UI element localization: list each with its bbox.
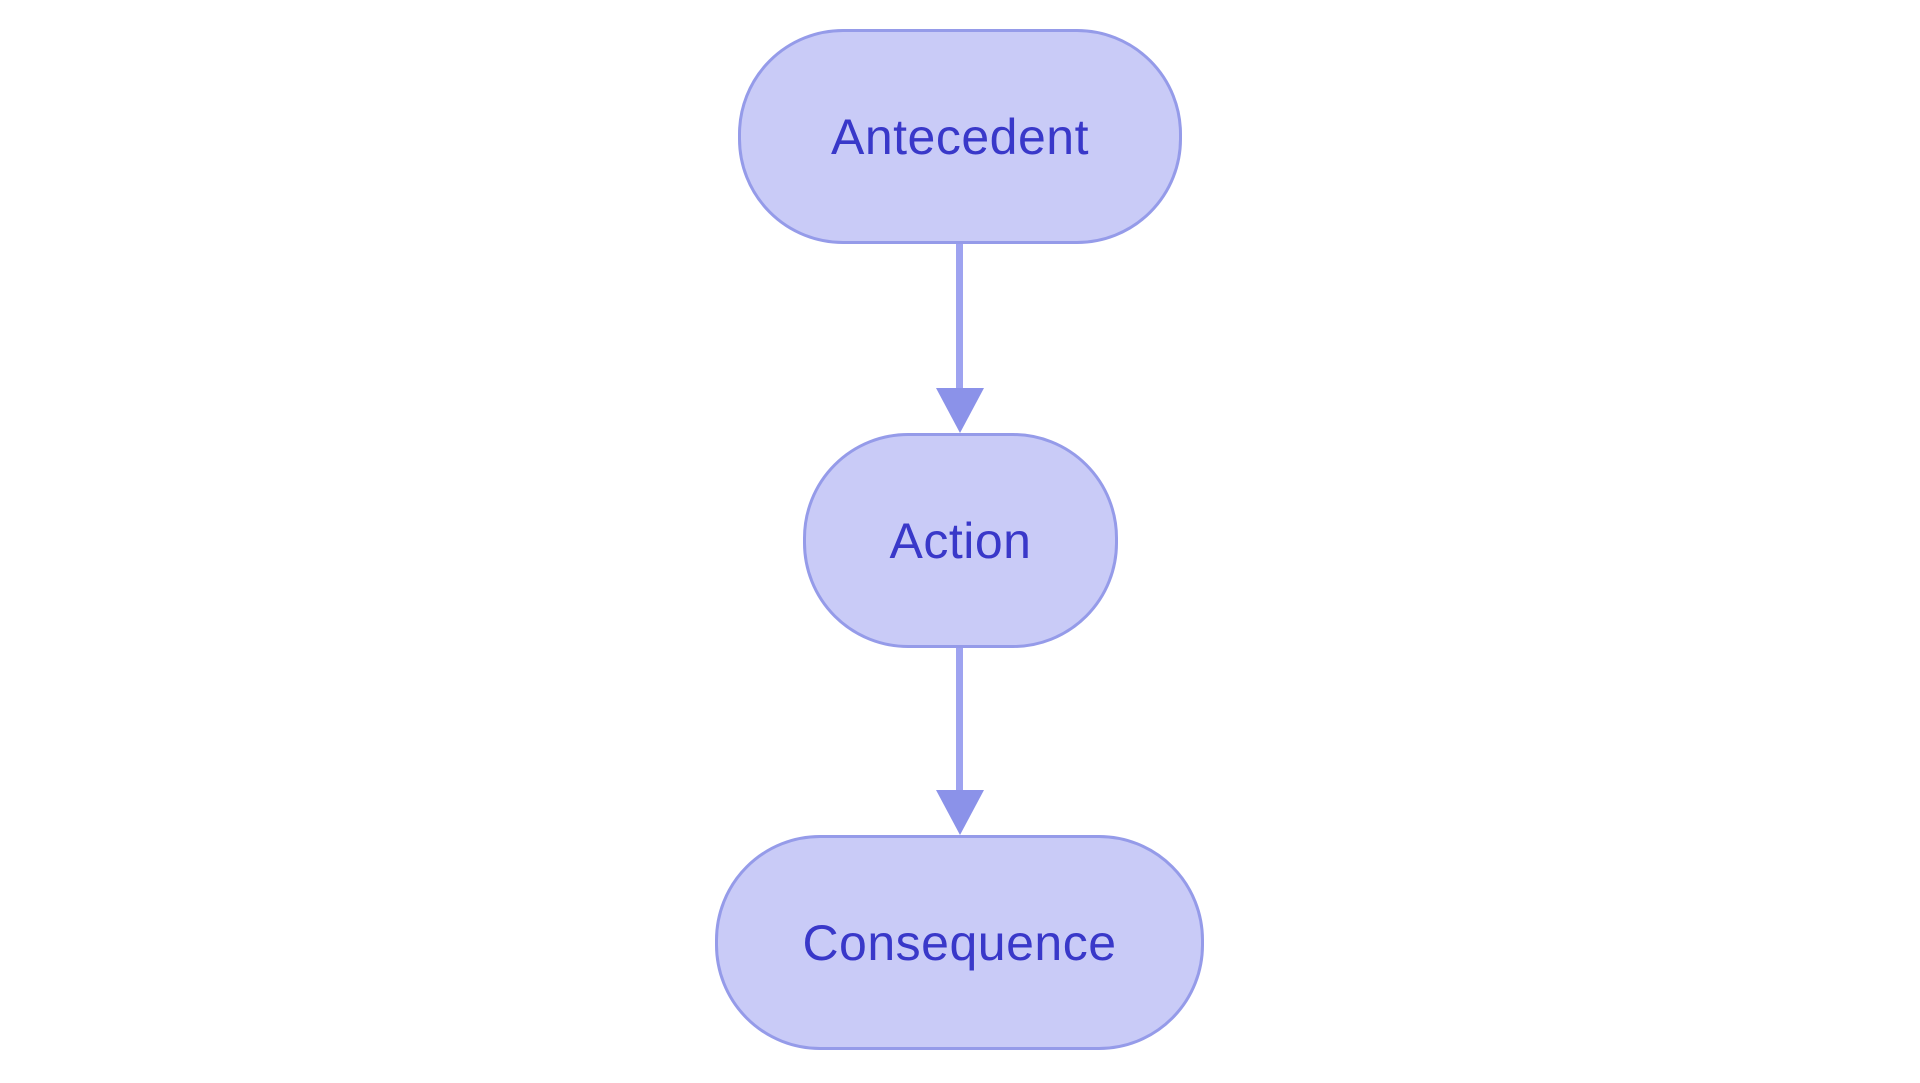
node-antecedent-label: Antecedent xyxy=(831,108,1089,165)
edge-line xyxy=(956,244,963,390)
arrow-down-icon xyxy=(936,388,984,433)
node-antecedent: Antecedent xyxy=(738,29,1182,244)
node-consequence: Consequence xyxy=(715,835,1204,1050)
arrow-down-icon xyxy=(936,790,984,835)
node-action: Action xyxy=(803,433,1118,648)
node-consequence-label: Consequence xyxy=(802,914,1117,971)
node-action-label: Action xyxy=(889,512,1032,569)
edge-line xyxy=(956,648,963,792)
